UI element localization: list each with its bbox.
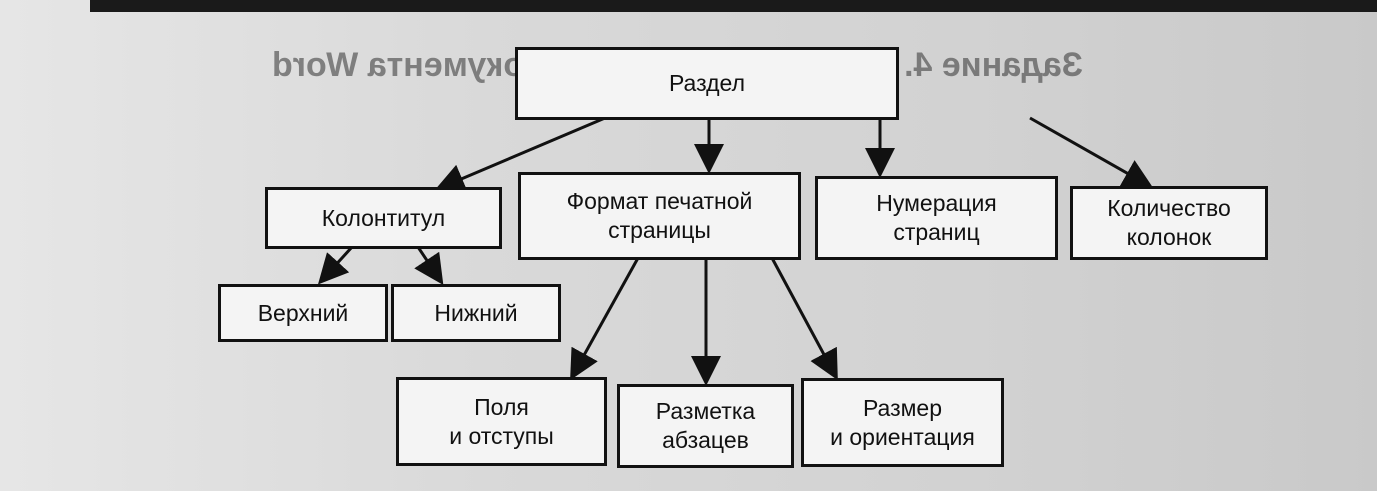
node-margins-indents: Поля и отступы — [396, 377, 607, 466]
arrow-root-to-header — [434, 116, 606, 193]
arrow-format-to-margins — [570, 257, 640, 381]
node-size-orientation: Размер и ориентация — [801, 378, 1004, 467]
node-page-format-label: Формат печатной страницы — [566, 188, 753, 243]
node-header-footer-label: Колонтитул — [321, 204, 446, 231]
node-margins-indents-label: Поля и отступы — [449, 393, 554, 449]
node-paragraph-layout-label: Разметка абзацев — [655, 398, 756, 453]
arrow-root-to-columns — [1029, 116, 1154, 188]
node-page-numbering: Нумерация страниц — [815, 176, 1058, 260]
node-header-top: Верхний — [218, 284, 388, 342]
node-page-numbering-label: Нумерация страниц — [876, 190, 997, 245]
node-column-count: Количество колонок — [1070, 186, 1268, 260]
node-column-count-label: Количество колонок — [1107, 195, 1231, 250]
node-header-bottom: Нижний — [391, 284, 561, 342]
node-size-orientation-label: Размер и ориентация — [830, 394, 975, 450]
arrow-header-to-bottom — [414, 246, 444, 285]
arrow-format-to-size — [770, 257, 838, 381]
node-header-top-label: Верхний — [257, 299, 349, 326]
page-top-edge-bar — [90, 0, 1377, 12]
node-section: Раздел — [515, 47, 899, 120]
node-paragraph-layout: Разметка абзацев — [617, 384, 794, 468]
node-header-footer: Колонтитул — [265, 187, 502, 249]
node-header-bottom-label: Нижний — [434, 299, 518, 326]
node-section-label: Раздел — [668, 70, 746, 97]
arrow-header-to-top — [317, 245, 354, 285]
node-page-format: Формат печатной страницы — [518, 172, 801, 260]
